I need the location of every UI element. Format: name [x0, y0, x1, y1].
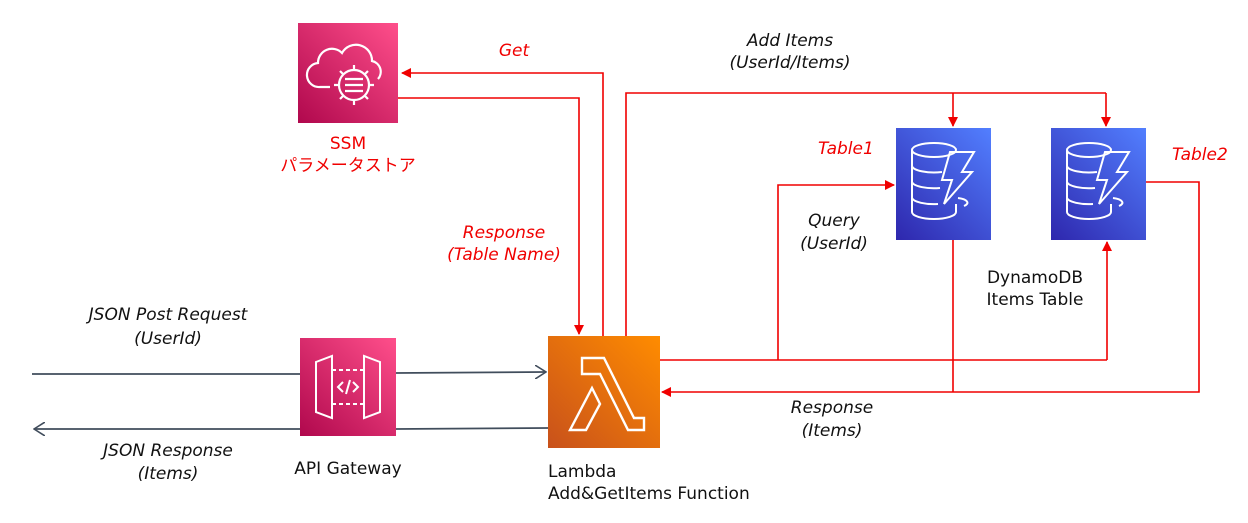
query-label-line1: Query — [808, 211, 860, 231]
dynamodb-table2-node[interactable] — [1051, 128, 1146, 240]
json-request-label-line2: (UserId) — [134, 329, 202, 349]
api-gateway-title: API Gateway — [294, 459, 402, 479]
query-arrow-table1 — [777, 180, 895, 360]
table2-label: Table2 — [1172, 145, 1228, 165]
ssm-response-arrow — [398, 97, 584, 335]
ssm-parameter-store-icon — [305, 43, 382, 105]
dynamodb-table1-node[interactable] — [896, 128, 991, 240]
items-response-label-line2: (Items) — [801, 421, 863, 441]
api-gateway-node[interactable] — [300, 338, 396, 436]
json-request-arrow — [395, 372, 546, 373]
add-items-line — [625, 92, 1106, 336]
json-request-label-line1: JSON Post Request — [88, 305, 248, 325]
add-items-label-line2: (UserId/Items) — [729, 53, 851, 73]
ssm-response-label-line2: (Table Name) — [447, 245, 561, 265]
lambda-title: Lambda — [548, 462, 617, 482]
lambda-node[interactable] — [548, 336, 660, 448]
get-arrow — [401, 68, 604, 336]
response-line-table2 — [953, 181, 1200, 393]
lambda-subtitle: Add&GetItems Function — [548, 484, 750, 504]
ssm-response-label-line1: Response — [462, 223, 546, 243]
query-label-line2: (UserId) — [800, 234, 868, 254]
api-gateway-icon — [315, 354, 381, 420]
table1-label: Table1 — [818, 139, 874, 159]
dynamodb-icon — [911, 142, 976, 220]
ssm-title: SSM — [329, 134, 367, 154]
get-label: Get — [498, 41, 530, 61]
dynamodb-subtitle: Items Table — [986, 290, 1084, 310]
json-response-label-line2: (Items) — [137, 464, 199, 484]
json-response-line — [395, 427, 549, 430]
ssm-parameter-store-node[interactable] — [298, 23, 398, 123]
lambda-icon — [568, 356, 646, 432]
add-items-label-line1: Add Items — [746, 31, 834, 51]
json-response-label-line1: JSON Response — [103, 441, 233, 461]
dynamodb-icon — [1066, 142, 1131, 220]
items-response-label-line1: Response — [790, 398, 874, 418]
ssm-subtitle: パラメータストア — [280, 156, 416, 176]
dynamodb-title: DynamoDB — [986, 268, 1084, 288]
